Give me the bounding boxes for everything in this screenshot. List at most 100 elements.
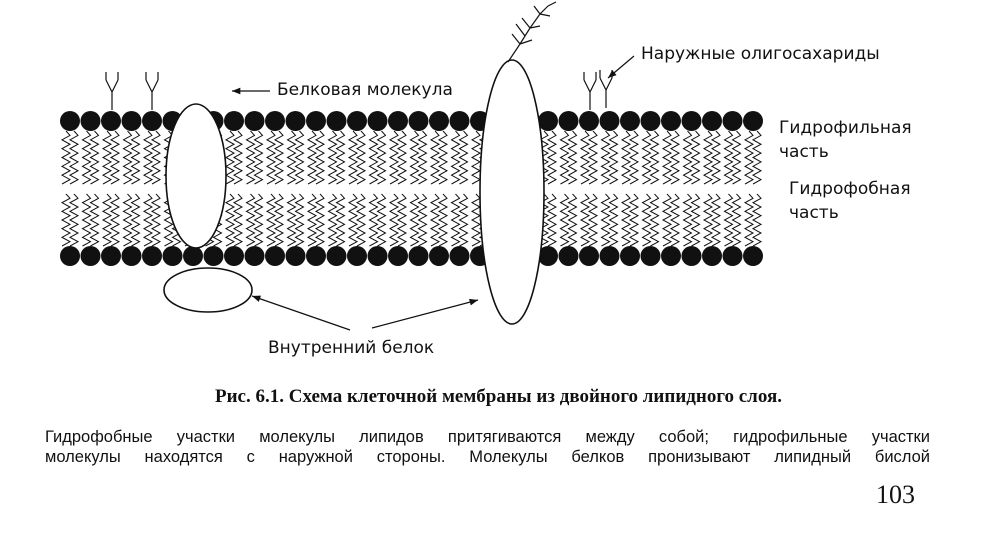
lipid-head: [620, 246, 640, 266]
lipid-tail: [226, 194, 234, 246]
lipid-head: [723, 246, 743, 266]
pointer-inner-protein-right-head: [469, 299, 478, 305]
page-number: 103: [876, 480, 915, 510]
lipid-tail: [622, 131, 630, 184]
lipid-tail: [308, 131, 316, 184]
lipid-tail: [725, 194, 733, 246]
lipid-tail: [70, 131, 78, 184]
lipid-tail: [431, 131, 439, 184]
lipid-head: [224, 246, 244, 266]
lipid-tail: [602, 194, 610, 246]
lipid-head: [723, 111, 743, 131]
lipid-tail: [411, 194, 419, 246]
lipid-tail: [561, 131, 569, 184]
lipid-head: [661, 111, 681, 131]
lipid-tail: [439, 131, 447, 184]
lipid-head: [409, 111, 429, 131]
lipid-head: [122, 246, 142, 266]
lipid-tail: [349, 131, 357, 184]
lipid-tail: [671, 131, 679, 184]
lipid-head: [368, 111, 388, 131]
lipid-tail: [247, 194, 255, 246]
lipid-tail: [472, 131, 480, 184]
lipid-tail: [370, 194, 378, 246]
lipid-tail: [124, 131, 132, 184]
lipid-tail: [234, 194, 242, 246]
body-text: Гидрофобные участки молекулы липидов при…: [45, 427, 930, 467]
protein-molecule: [166, 104, 226, 248]
lipid-tail: [753, 131, 761, 184]
lipid-head: [60, 246, 80, 266]
lipid-tail: [548, 131, 556, 184]
pointer-inner-protein: [252, 296, 350, 330]
lipid-head: [702, 246, 722, 266]
lipid-tail: [255, 131, 263, 184]
oligosaccharide-branch: [508, 2, 556, 62]
lipid-tail: [745, 194, 753, 246]
lipid-head: [265, 111, 285, 131]
lipid-tail: [692, 131, 700, 184]
lipid-head: [388, 111, 408, 131]
lipid-tail: [610, 194, 618, 246]
lipid-head: [347, 246, 367, 266]
lipid-tail: [103, 194, 111, 246]
lipid-tail: [684, 131, 692, 184]
lipid-head: [579, 111, 599, 131]
lipid-tail: [460, 131, 468, 184]
lipid-head: [81, 246, 101, 266]
lipid-tail: [329, 131, 337, 184]
pointer-protein-molecule-head: [232, 88, 240, 95]
lipid-tail: [704, 131, 712, 184]
lipid-tail: [132, 194, 140, 246]
lipid-head: [306, 246, 326, 266]
lipid-head: [682, 111, 702, 131]
lipid-tail: [275, 194, 283, 246]
lipid-tail: [753, 194, 761, 246]
lipid-head: [122, 111, 142, 131]
lipid-tail: [83, 194, 91, 246]
lipid-head: [620, 111, 640, 131]
inner-protein: [164, 268, 252, 312]
lipid-tail: [152, 194, 160, 246]
lipid-head: [559, 111, 579, 131]
lipid-tail: [267, 194, 275, 246]
lipid-head: [101, 246, 121, 266]
lipid-head: [450, 246, 470, 266]
lipid-tail: [83, 131, 91, 184]
lipid-tail: [651, 194, 659, 246]
label-outer-oligosaccharides: Наружные олигосахариды: [641, 44, 880, 64]
lipid-tail: [70, 194, 78, 246]
lipid-tail: [733, 131, 741, 184]
oligosaccharide-glyph: [146, 72, 158, 110]
lipid-tail: [452, 194, 460, 246]
lipid-head: [81, 111, 101, 131]
lipid-tail: [288, 194, 296, 246]
lipid-head: [600, 246, 620, 266]
lipid-head: [409, 246, 429, 266]
label-hydrophobic-line1: Гидрофобная: [789, 179, 911, 199]
lipid-tail: [684, 194, 692, 246]
label-hydrophilic-line2: часть: [779, 142, 829, 162]
lipid-tail: [62, 131, 70, 184]
lipid-head: [388, 246, 408, 266]
lipid-tail: [378, 194, 386, 246]
lipid-tail: [111, 131, 119, 184]
lipid-tail: [337, 131, 345, 184]
lipid-tail: [378, 131, 386, 184]
lipid-tail: [610, 131, 618, 184]
lipid-tail: [630, 194, 638, 246]
lipid-tail: [255, 194, 263, 246]
lipid-tail: [602, 131, 610, 184]
lipid-tail: [308, 194, 316, 246]
body-text-line: Гидрофобные участки молекулы липидов при…: [45, 427, 930, 447]
lipid-tail: [630, 131, 638, 184]
lipid-head: [743, 246, 763, 266]
lipid-tail: [622, 194, 630, 246]
lipid-tail: [91, 194, 99, 246]
lipid-tail: [411, 131, 419, 184]
lipid-tail: [704, 194, 712, 246]
lipid-head: [306, 111, 326, 131]
lipid-head: [327, 111, 347, 131]
lipid-head: [661, 246, 681, 266]
lipid-head: [429, 111, 449, 131]
